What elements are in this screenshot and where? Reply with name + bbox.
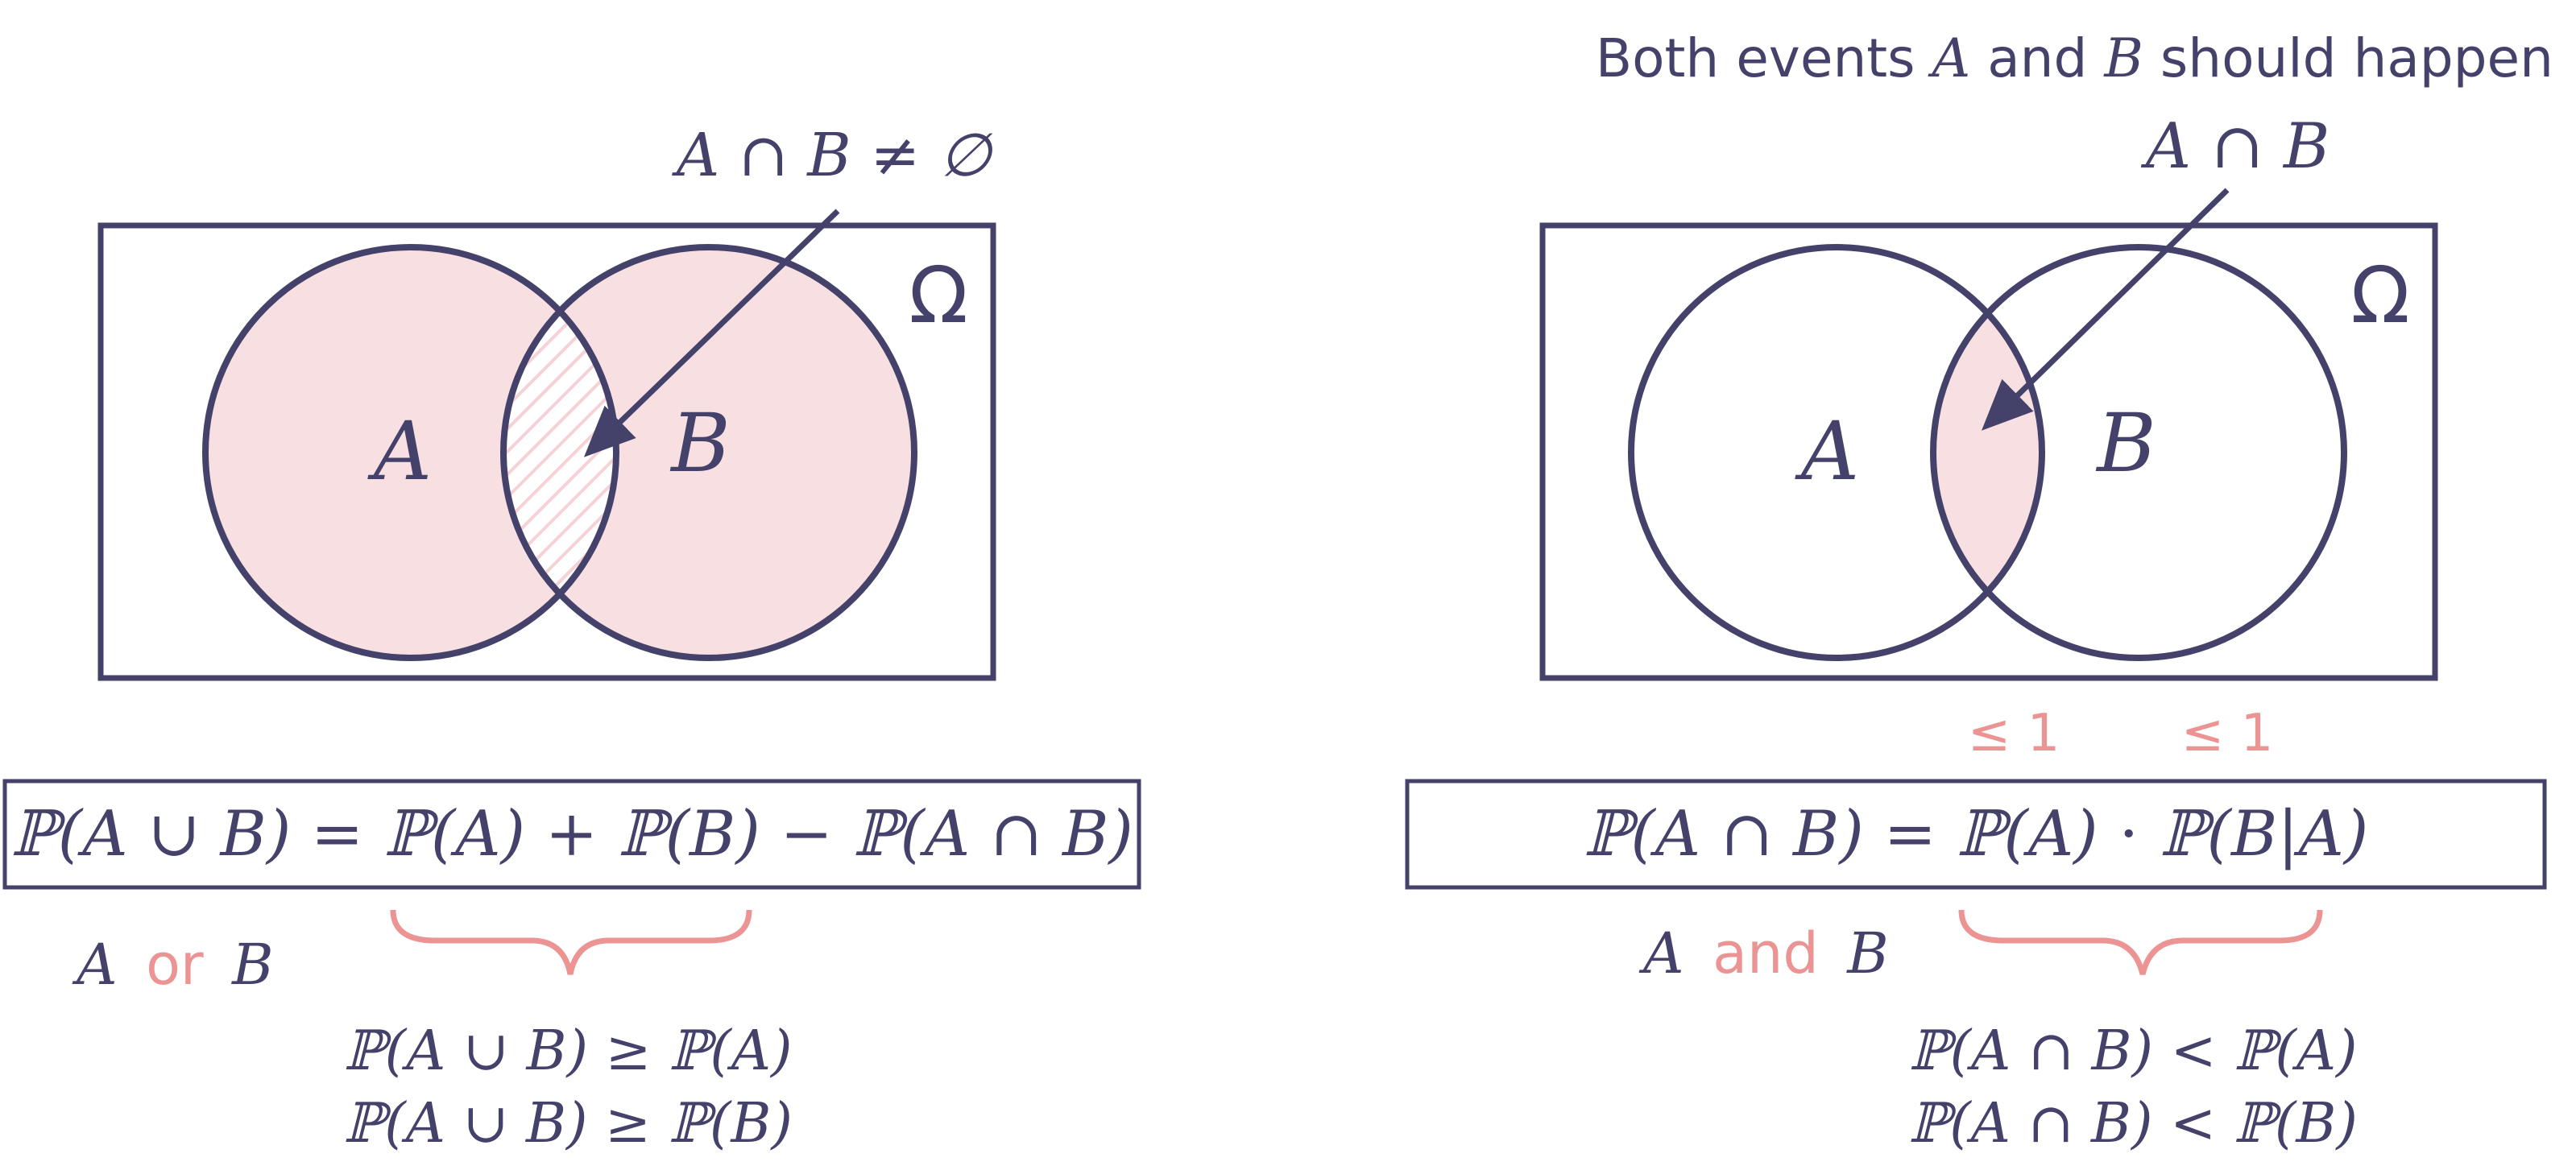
and-label: A and B — [1638, 920, 1889, 986]
union-inequality-2: ℙ(A ∪ B) ≥ ℙ(B) — [343, 1092, 793, 1156]
right-heading: Both events A and B should happen — [1596, 27, 2553, 89]
intersection-annotation-right: A ∩ B — [2141, 110, 2330, 183]
bound-label-1: ≤ 1 — [1968, 704, 2060, 763]
annotation-arrow-left — [583, 209, 840, 457]
set-b-label-left: B — [669, 396, 731, 490]
set-b-circle-right — [1930, 244, 2347, 661]
brace-left — [390, 909, 752, 975]
or-label: A or B — [72, 932, 274, 998]
formula-box-left — [2, 779, 1141, 890]
set-a-label-right: A — [1795, 404, 1859, 498]
left-panel: Ω A B A ∩ B ≠ ∅ ℙ(A ∪ B) = ℙ(A) + ℙ(B) −… — [2, 121, 1141, 1156]
brace-right — [1958, 909, 2323, 975]
union-inequality-1: ℙ(A ∪ B) ≥ ℙ(A) — [344, 1019, 793, 1083]
formula-box-right — [1405, 779, 2547, 890]
intersection-formula: ℙ(A ∩ B) = ℙ(A) ⋅ ℙ(B|A) — [1584, 798, 2369, 870]
set-b-label-right: B — [2095, 396, 2156, 490]
set-a-circle-right — [1628, 244, 2045, 661]
set-a-label-left: A — [367, 404, 432, 498]
union-formula: ℙ(A ∪ B) = ℙ(A) + ℙ(B) − ℙ(A ∩ B) — [10, 798, 1133, 870]
omega-label-right: Ω — [2350, 250, 2409, 341]
bound-label-2: ≤ 1 — [2181, 704, 2274, 763]
right-panel: Both events A and B should happen Ω A B … — [1405, 27, 2553, 1156]
intersection-inequality-1: ℙ(A ∩ B) < ℙ(A) — [1909, 1019, 2358, 1083]
annotation-arrow-right — [1981, 188, 2230, 431]
intersection-annotation-left: A ∩ B ≠ ∅ — [672, 121, 994, 190]
intersection-inequality-2: ℙ(A ∩ B) < ℙ(B) — [1908, 1092, 2358, 1156]
set-b-circle-left — [503, 247, 914, 658]
set-a-circle-left — [205, 247, 616, 658]
omega-label-left: Ω — [909, 250, 967, 341]
